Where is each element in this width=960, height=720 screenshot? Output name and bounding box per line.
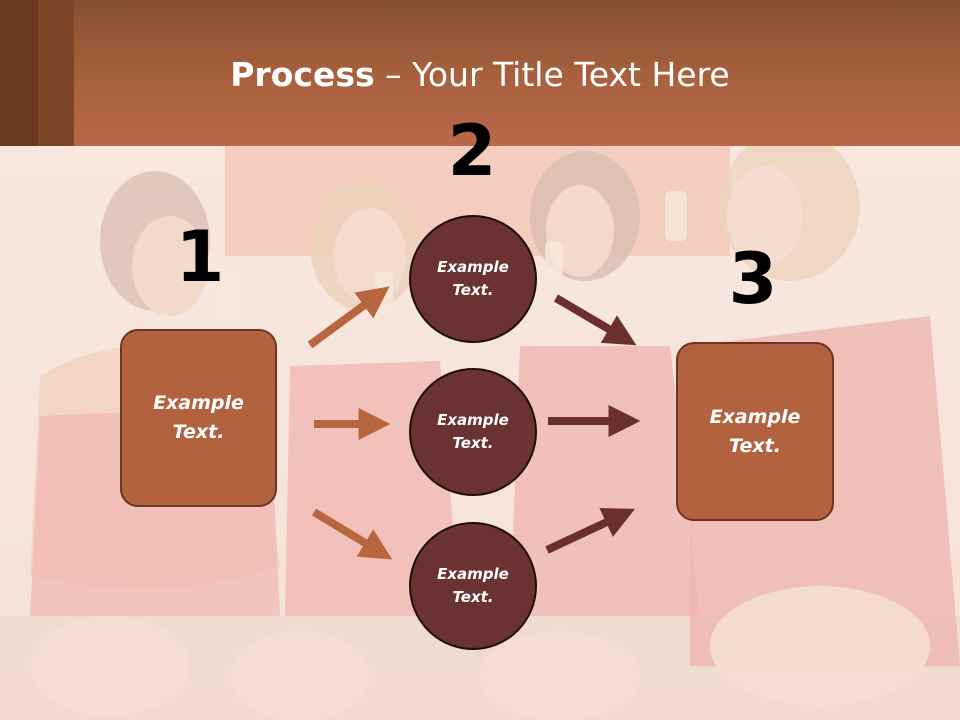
step-box-1-label: Example Text. <box>153 392 244 443</box>
step-box-1[interactable]: Example Text. <box>120 329 277 507</box>
node-circle-bottom-label: Example Text. <box>437 565 509 606</box>
node-circle-top-label: Example Text. <box>437 258 509 299</box>
arrow-left-lower <box>311 508 393 560</box>
step-number-3: 3 <box>728 238 778 320</box>
node-circle-middle-label: Example Text. <box>437 411 509 452</box>
arrow-left-upper <box>307 286 390 349</box>
step-number-1: 1 <box>175 216 225 298</box>
title-rest: – Your Title Text Here <box>374 55 730 94</box>
title-bold: Process <box>230 55 375 94</box>
header-band: Process – Your Title Text Here <box>0 0 960 146</box>
slide-title[interactable]: Process – Your Title Text Here <box>0 54 960 96</box>
step-number-2: 2 <box>447 110 497 192</box>
node-circle-top[interactable]: Example Text. <box>409 215 537 343</box>
arrow-right-upper <box>553 294 637 346</box>
step-box-3[interactable]: Example Text. <box>676 342 834 521</box>
header-accent-strip <box>0 0 38 146</box>
arrow-right-lower <box>545 507 636 554</box>
step-box-3-label: Example Text. <box>709 405 801 457</box>
header-accent-strip-light <box>38 0 74 146</box>
node-circle-bottom[interactable]: Example Text. <box>409 522 537 650</box>
node-circle-middle[interactable]: Example Text. <box>409 368 537 496</box>
